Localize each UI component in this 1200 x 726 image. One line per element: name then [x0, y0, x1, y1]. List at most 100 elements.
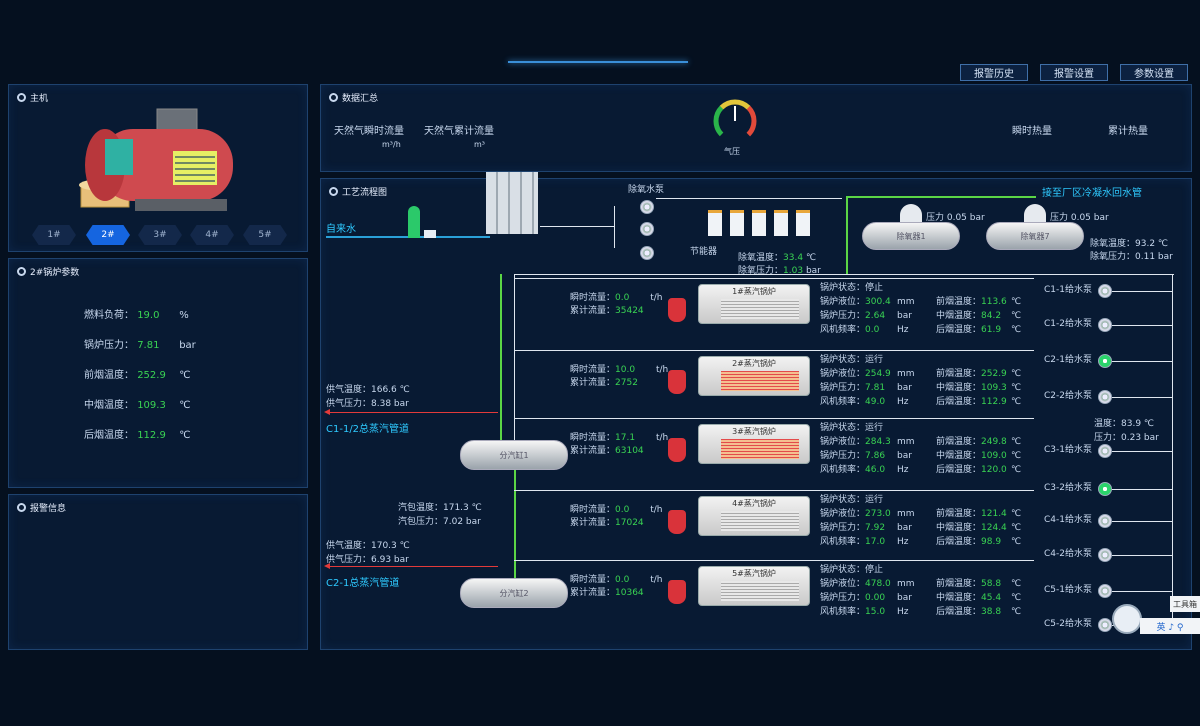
pump-label: C1-2给水泵 [1044, 319, 1092, 329]
valve-icon [424, 230, 436, 238]
steam-boiler[interactable]: 2#蒸汽锅炉 [698, 356, 810, 396]
pump-label: C4-1给水泵 [1044, 515, 1092, 525]
deaerator-pump[interactable] [640, 246, 654, 260]
feedwater-pump[interactable] [1098, 318, 1112, 332]
pipe [514, 350, 1034, 351]
assistant-ball-icon[interactable] [1112, 604, 1142, 634]
boiler-front-temp: 前烟温度：113.6℃ [936, 297, 1022, 307]
alarm-panel-header: 报警信息 [17, 501, 66, 514]
tank-dome [900, 204, 922, 222]
tab-boiler-2[interactable]: 2# [86, 225, 130, 245]
alarm-panel: 报警信息 [8, 494, 308, 650]
economizer-unit [730, 210, 744, 236]
boiler-front-temp: 前烟温度：121.4℃ [936, 509, 1022, 519]
gear-icon [17, 503, 26, 512]
filter-tank [408, 206, 420, 238]
steam-boiler[interactable]: 1#蒸汽锅炉 [698, 284, 810, 324]
burner-icon [668, 580, 686, 604]
tab-boiler-5[interactable]: 5# [243, 225, 287, 245]
gas-instant-label: 天然气瞬时流量 [334, 126, 404, 137]
condensate-pipe-label: 接至厂区冷凝水回水管 [1042, 188, 1142, 199]
boiler-total: 累计流量：10364 [570, 588, 644, 598]
ime-toolbar[interactable]: 英 ♪ ⚲ [1140, 618, 1200, 634]
pipe [514, 418, 1034, 419]
feedwater-pump[interactable] [1098, 584, 1112, 598]
boiler-mid-temp: 中烟温度：109.3℃ [936, 383, 1022, 393]
param-row: 后烟温度： 112.9℃ [84, 430, 191, 441]
alarm-settings-button[interactable]: 报警设置 [1040, 64, 1108, 81]
steam-header-1[interactable]: 分汽缸1 [460, 440, 568, 470]
deaerator-tank-7[interactable]: 除氧器7 [986, 222, 1084, 250]
tab-boiler-4[interactable]: 4# [190, 225, 234, 245]
economizer-unit [774, 210, 788, 236]
deaerator-pump[interactable] [640, 200, 654, 214]
boiler-total: 累计流量：63104 [570, 446, 644, 456]
process-panel-header: 工艺流程图 [329, 185, 387, 198]
feedwater-pump[interactable] [1098, 618, 1112, 632]
boiler-params-panel: 2#锅炉参数 [8, 258, 308, 488]
economizer-unit [708, 210, 722, 236]
tank-press: 除氧压力：0.11 bar [1090, 252, 1173, 262]
pump-label: C5-1给水泵 [1044, 585, 1092, 595]
feedwater-pump[interactable] [1098, 354, 1112, 368]
boiler-total: 累计流量：35424 [570, 306, 644, 316]
deaerator-pump[interactable] [640, 222, 654, 236]
param-row: 前烟温度： 252.9℃ [84, 370, 191, 381]
pipe [656, 198, 842, 199]
feedwater-pump[interactable] [1098, 390, 1112, 404]
hdr2-line-label: C2-1总蒸汽管道 [326, 578, 400, 589]
boiler-mid-temp: 中烟温度：109.0℃ [936, 451, 1022, 461]
feedwater-pipe [1172, 274, 1173, 634]
hdr2-temp: 供气温度：170.3 ℃ [326, 541, 410, 551]
boiler-rear-temp: 后烟温度：38.8℃ [936, 607, 1022, 617]
burner-icon [668, 438, 686, 462]
feedwater-pump[interactable] [1098, 284, 1112, 298]
pipe [514, 490, 1034, 491]
steam-pipe [846, 196, 848, 274]
water-tank [486, 172, 538, 234]
deaerator-tank-1[interactable]: 除氧器1 [862, 222, 960, 250]
steam-boiler[interactable]: 5#蒸汽锅炉 [698, 566, 810, 606]
burner-icon [668, 298, 686, 322]
steam-out-line [328, 566, 498, 567]
tab-boiler-1[interactable]: 1# [32, 225, 76, 245]
pipe [1112, 361, 1172, 362]
tank-dome [1024, 204, 1046, 222]
host-panel: 主机 [8, 84, 308, 252]
steam-pipe [500, 274, 502, 450]
parameter-settings-button[interactable]: 参数设置 [1120, 64, 1188, 81]
title-accent-line [508, 61, 688, 63]
boiler-3d-image [79, 108, 233, 211]
alarm-history-button[interactable]: 报警历史 [960, 64, 1028, 81]
boiler-front-temp: 前烟温度：252.9℃ [936, 369, 1022, 379]
feedwater-pump[interactable] [1098, 444, 1112, 458]
pressure-gauge [713, 99, 757, 143]
steam-header-2[interactable]: 分汽缸2 [460, 578, 568, 608]
hdr2-press-in: 汽包压力：7.02 bar [398, 517, 481, 527]
boiler-rear-temp: 后烟温度：120.0℃ [936, 465, 1022, 475]
tank-temp: 除氧温度：93.2 ℃ [1090, 239, 1169, 249]
gas-total-unit: m³ [474, 140, 485, 149]
feedwater-pump[interactable] [1098, 514, 1112, 528]
arrow-left-icon [324, 409, 330, 415]
feedwater-pump[interactable] [1098, 482, 1112, 496]
boiler-tubes [721, 299, 799, 319]
economizer-unit [796, 210, 810, 236]
steam-boiler[interactable]: 4#蒸汽锅炉 [698, 496, 810, 536]
toolbox-button[interactable]: 工具箱 [1170, 596, 1200, 612]
boiler-tubes [721, 581, 799, 601]
tab-boiler-3[interactable]: 3# [138, 225, 182, 245]
pump-label: C2-1给水泵 [1044, 355, 1092, 365]
steam-boiler[interactable]: 3#蒸汽锅炉 [698, 424, 810, 464]
feedwater-pump[interactable] [1098, 548, 1112, 562]
tank1-pressure: 压力 0.05 bar [926, 213, 985, 223]
